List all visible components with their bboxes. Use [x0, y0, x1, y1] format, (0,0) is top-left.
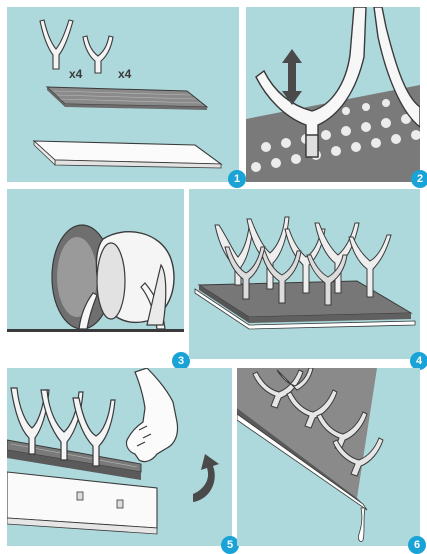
step-3-panel: [7, 189, 184, 359]
step-4-panel: [189, 189, 420, 359]
wide-prong-icon: [40, 20, 73, 69]
drip-tray-icon: [34, 141, 221, 168]
drip-tray-icon: [7, 472, 157, 534]
step-3-illustration: [7, 189, 184, 359]
step-1-panel: x4 x4: [7, 7, 239, 182]
vertical-arrow-icon: [282, 49, 302, 105]
step-1-badge: 1: [228, 170, 246, 188]
step-4-illustration: [189, 189, 420, 359]
narrow-prong-icon: [83, 36, 113, 73]
step-1-illustration: [7, 7, 239, 182]
step-2-badge: 2: [411, 170, 427, 188]
curved-arrow-icon: [193, 454, 219, 502]
drying-grid-icon: [237, 368, 377, 510]
step-5-illustration: [7, 368, 232, 546]
step-6-illustration: [237, 368, 420, 546]
narrow-prong-quantity: x4: [118, 67, 131, 81]
step-2-illustration: [246, 7, 420, 182]
water-drip-icon: [358, 508, 365, 542]
step-5-panel: [7, 368, 232, 546]
drying-grid-icon: [47, 87, 207, 110]
hand-icon: [126, 368, 177, 462]
step-6-panel: [237, 368, 420, 546]
step-2-panel: [246, 7, 420, 182]
wide-prong-quantity: x4: [69, 67, 82, 81]
step-6-badge: 6: [408, 536, 426, 554]
